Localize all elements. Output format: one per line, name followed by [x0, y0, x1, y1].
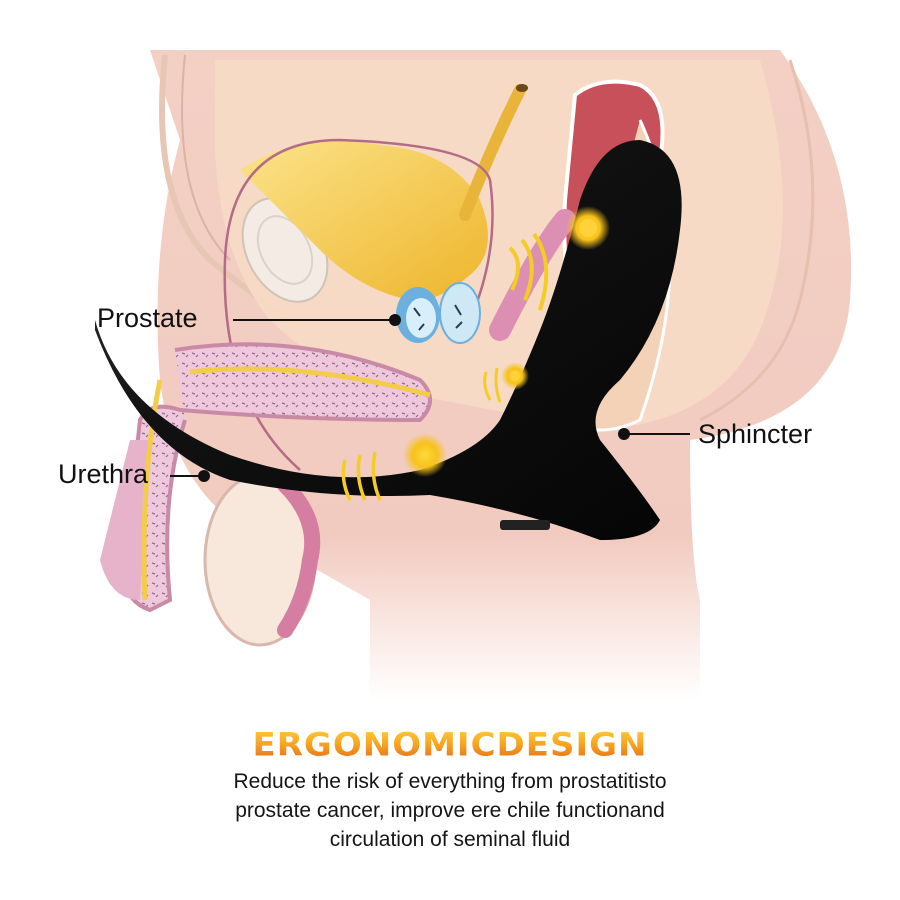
- headline: ERGONOMICDESIGN: [0, 726, 900, 764]
- bladder: [240, 84, 528, 300]
- caption-line-3: circulation of seminal fluid: [329, 828, 571, 851]
- prostate-gland: [396, 282, 481, 344]
- label-sphincter: Sphincter: [698, 419, 813, 449]
- caption-line-1: Reduce the risk of everything from prost…: [233, 770, 667, 793]
- caption-line-2: prostate cancer, improve ere chile funct…: [235, 799, 665, 822]
- leader-lines: [170, 314, 690, 482]
- vibration-glows: [341, 206, 610, 501]
- vas-deferens: [223, 138, 494, 471]
- testicle: [203, 473, 321, 647]
- label-prostate: Prostate: [97, 303, 198, 333]
- label-urethra: Urethra: [58, 459, 149, 489]
- seminal-vesicle: [489, 209, 576, 341]
- prostate-massager-device: [95, 140, 682, 540]
- penis-section: [100, 342, 432, 613]
- caption: Reduce the risk of everything from prost…: [0, 767, 900, 854]
